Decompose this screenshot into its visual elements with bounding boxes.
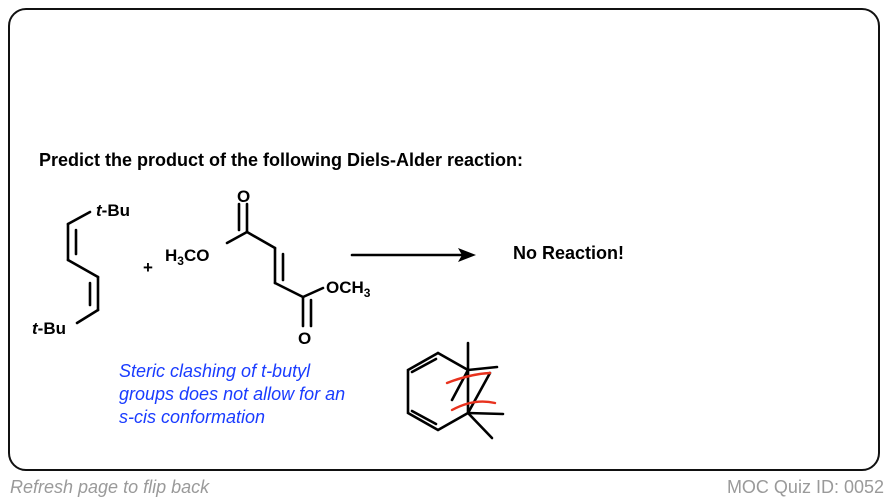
quiz-id: MOC Quiz ID: 0052 xyxy=(726,477,884,497)
steric-clash-arc-bottom xyxy=(450,400,497,412)
oxygen-bottom-label: O xyxy=(298,329,311,348)
reaction-arrow xyxy=(350,248,476,262)
diene-structure: t-Bu t-Bu xyxy=(32,201,130,338)
quiz-card xyxy=(8,8,880,471)
tbu-top-label: t-Bu xyxy=(96,201,130,220)
result-text: No Reaction! xyxy=(513,243,625,263)
explanation-note: Steric clashing of t-butyl groups does n… xyxy=(119,361,346,427)
plus-sign: + xyxy=(143,258,153,277)
och3-label: OCH3 xyxy=(326,278,371,300)
s-cis-conformation-structure xyxy=(406,341,505,440)
question-text: Predict the product of the following Die… xyxy=(39,150,524,170)
flip-back-hint: Refresh page to flip back xyxy=(10,477,210,497)
oxygen-top-label: O xyxy=(237,187,250,206)
tbu-bottom-label: t-Bu xyxy=(32,319,66,338)
steric-clash-arc-top xyxy=(445,371,492,385)
h3co-label: H3CO xyxy=(165,246,209,268)
dienophile-structure: H3CO O OCH3 O xyxy=(165,187,371,348)
